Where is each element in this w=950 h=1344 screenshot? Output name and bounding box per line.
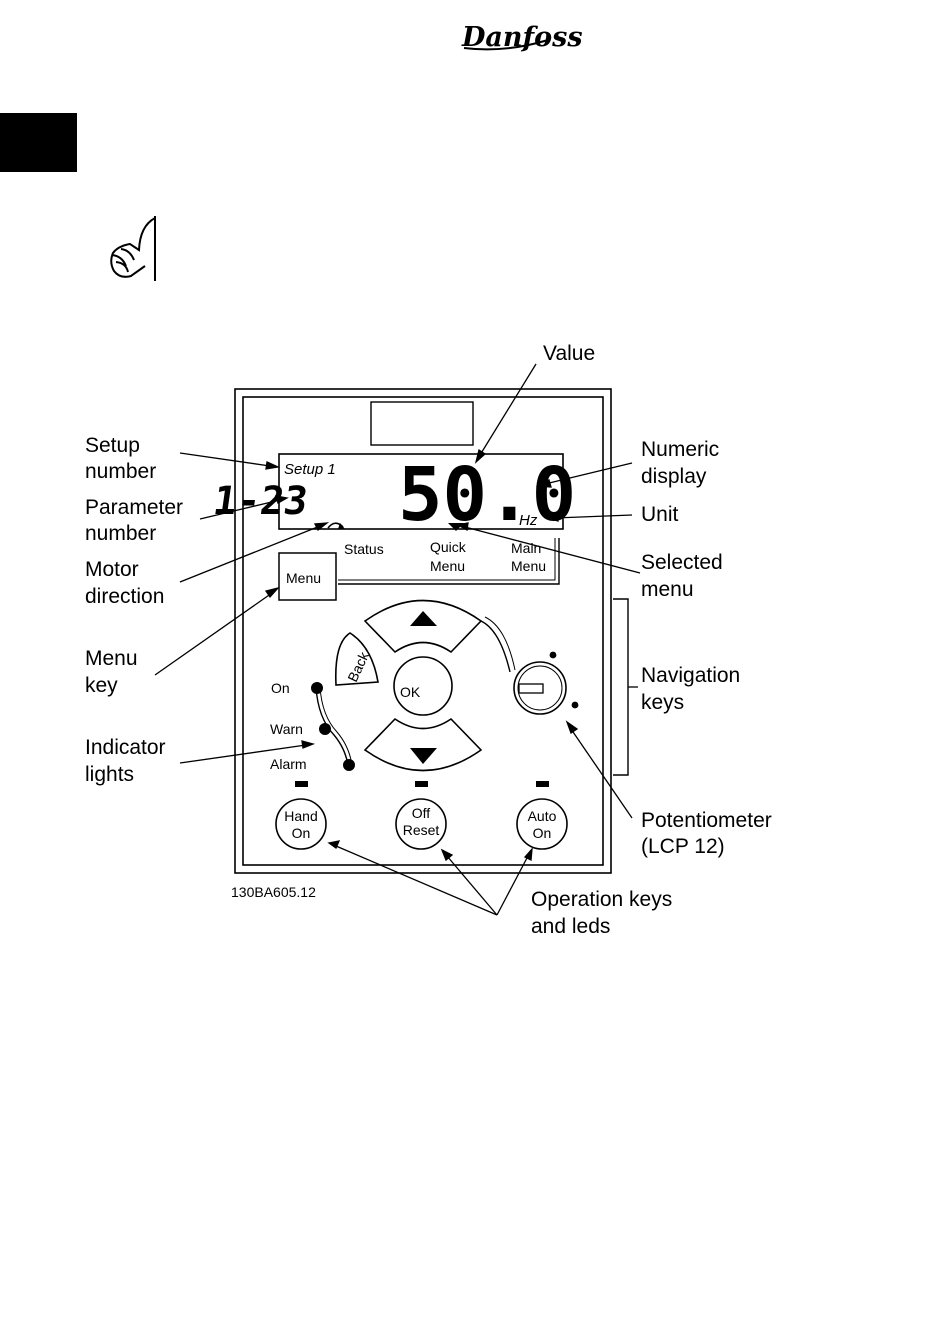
potentiometer-arc bbox=[481, 621, 510, 672]
off-reset-label-1: Off bbox=[412, 805, 431, 821]
callout-numeric-display-2: display bbox=[641, 465, 707, 488]
navigation-bracket bbox=[613, 599, 628, 775]
indicator-alarm-label: Alarm bbox=[270, 756, 307, 772]
setup-text: Setup 1 bbox=[284, 461, 336, 478]
callout-setup-number-2: number bbox=[85, 460, 156, 483]
hand-on-led bbox=[295, 781, 308, 787]
callout-navigation-keys-2: keys bbox=[641, 691, 684, 714]
up-key-button[interactable] bbox=[365, 601, 481, 653]
hand-on-label-1: Hand bbox=[284, 808, 317, 824]
menu-quick-label-2[interactable]: Menu bbox=[430, 558, 465, 574]
callout-parameter-number-2: number bbox=[85, 522, 156, 545]
callout-potentiometer-1: Potentiometer bbox=[641, 809, 772, 832]
menu-status-label[interactable]: Status bbox=[344, 541, 384, 557]
callout-menu-key-2: key bbox=[85, 674, 118, 697]
potentiometer-max-dot bbox=[572, 702, 579, 709]
note-hand-icon bbox=[111, 216, 155, 281]
callout-motor-direction-1: Motor bbox=[85, 558, 139, 581]
callout-unit: Unit bbox=[641, 503, 679, 526]
callout-potentiometer-2: (LCP 12) bbox=[641, 835, 725, 858]
auto-on-button[interactable] bbox=[517, 799, 567, 849]
ok-key-label: OK bbox=[400, 684, 421, 700]
value-text: 50.0 bbox=[398, 452, 576, 538]
callout-setup-number-1: Setup bbox=[85, 434, 140, 457]
menu-main-label-2[interactable]: Menu bbox=[511, 558, 546, 574]
potentiometer-min-dot bbox=[550, 652, 557, 659]
callout-indicator-lights-2: lights bbox=[85, 763, 134, 786]
potentiometer-grip bbox=[519, 684, 543, 693]
led-alarm bbox=[343, 759, 355, 771]
callout-parameter-number-1: Parameter bbox=[85, 496, 183, 519]
hand-on-label-2: On bbox=[292, 825, 311, 841]
menu-quick-label-1[interactable]: Quick bbox=[430, 539, 467, 555]
led-warn bbox=[319, 723, 331, 735]
callout-selected-menu-2: menu bbox=[641, 578, 694, 601]
hand-on-button[interactable] bbox=[276, 799, 326, 849]
callout-operation-keys-1: Operation keys bbox=[531, 888, 672, 911]
callout-value: Value bbox=[543, 342, 595, 365]
indicator-warn-label: Warn bbox=[270, 721, 303, 737]
led-on bbox=[311, 682, 323, 694]
indicator-on-label: On bbox=[271, 680, 290, 696]
parameter-text: 1-23 bbox=[210, 479, 310, 524]
auto-on-label-2: On bbox=[533, 825, 552, 841]
figure-code: 130BA605.12 bbox=[231, 884, 316, 900]
callout-indicator-lights-1: Indicator bbox=[85, 736, 166, 759]
off-reset-led bbox=[415, 781, 428, 787]
auto-on-label-1: Auto bbox=[528, 808, 557, 824]
panel-window bbox=[371, 402, 473, 445]
menu-key-label: Menu bbox=[286, 570, 321, 586]
off-reset-label-2: Reset bbox=[403, 822, 440, 838]
callout-selected-menu-1: Selected bbox=[641, 551, 723, 574]
callout-numeric-display-1: Numeric bbox=[641, 438, 719, 461]
callout-navigation-keys-1: Navigation bbox=[641, 664, 740, 687]
unit-text: Hz bbox=[519, 512, 538, 529]
callout-motor-direction-2: direction bbox=[85, 585, 164, 608]
callout-operation-keys-2: and leds bbox=[531, 915, 610, 938]
auto-on-led bbox=[536, 781, 549, 787]
menu-main-label-1[interactable]: Main bbox=[511, 540, 541, 556]
callout-menu-key-1: Menu bbox=[85, 647, 138, 670]
chapter-tab bbox=[0, 113, 77, 172]
